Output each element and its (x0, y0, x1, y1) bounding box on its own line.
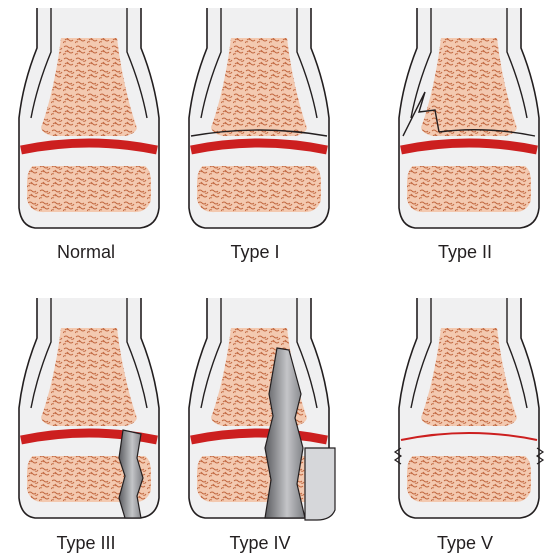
bone-outline (189, 8, 329, 228)
bone-type4 (189, 298, 335, 520)
panel-label-type-iv: Type IV (190, 533, 330, 554)
bone-type5 (395, 298, 543, 518)
displaced-fragment (305, 448, 335, 520)
panel-label-type-i: Type I (185, 242, 325, 263)
panel-label-type-v: Type V (395, 533, 535, 554)
bone-type3 (19, 298, 159, 518)
bone-outline (399, 8, 539, 228)
panel-label-type-iii: Type III (16, 533, 156, 554)
panel-label-type-ii: Type II (395, 242, 535, 263)
panel-label-normal: Normal (16, 242, 156, 263)
bone-outline (399, 298, 539, 518)
bone-outline (19, 8, 159, 228)
bone-normal (19, 8, 159, 228)
bone-type2 (399, 8, 539, 228)
bone-type1 (189, 8, 329, 228)
